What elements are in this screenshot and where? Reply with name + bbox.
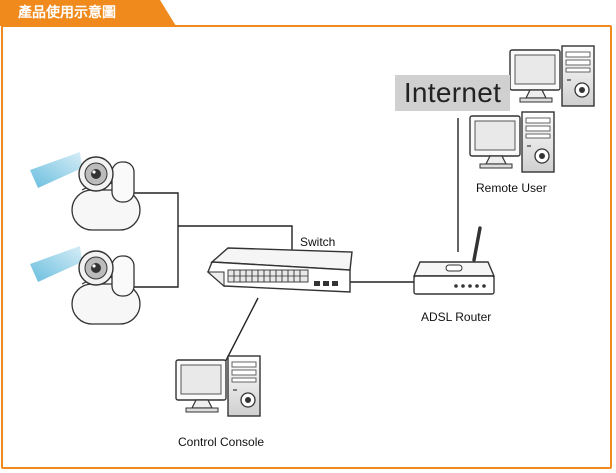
diagram-title: 產品使用示意圖 (0, 0, 176, 26)
internet-label: Internet (395, 75, 510, 111)
switch-label: Switch (300, 235, 336, 249)
remote-user-pc-2 (469, 111, 555, 173)
adsl-router-device (412, 226, 496, 295)
adsl-router-label: ADSL Router (421, 310, 492, 324)
control-console-pc (175, 355, 261, 417)
ip-camera-1 (29, 151, 141, 231)
ip-camera-2 (29, 245, 141, 325)
remote-user-pc-1 (509, 45, 595, 107)
switch-device (206, 247, 353, 293)
remote-user-label: Remote User (476, 181, 547, 195)
cables (132, 118, 459, 377)
diagram-frame (1, 25, 612, 469)
control-console-label: Control Console (178, 435, 265, 449)
